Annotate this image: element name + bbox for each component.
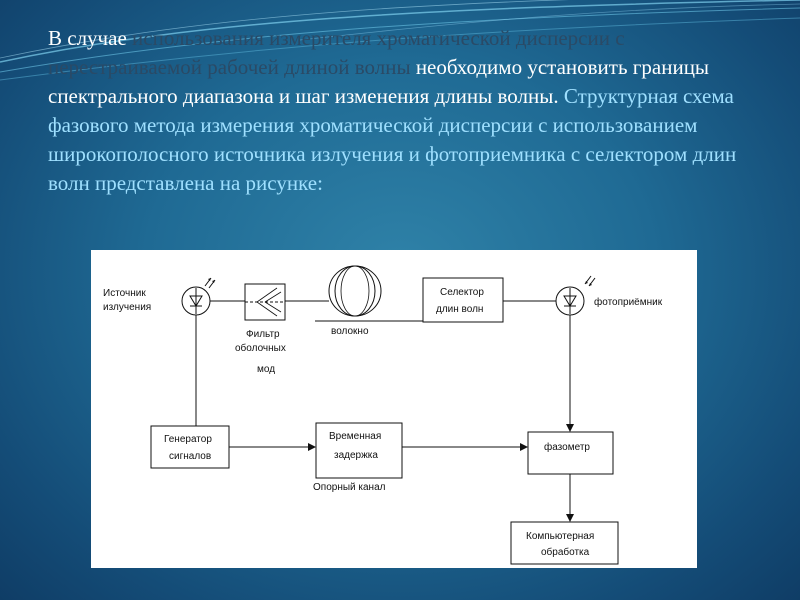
intro-part-4: Структурная схема фазового метода измере…	[48, 84, 737, 195]
computer-box	[510, 521, 619, 565]
computer-label-line-1: Компьютерная	[526, 531, 594, 542]
source-emission-arrows-icon	[204, 277, 216, 289]
fiber-label: волокно	[331, 326, 369, 337]
generator-label-line-2: сигналов	[169, 451, 211, 462]
background-wave-decoration	[0, 0, 800, 81]
delay-label-line-2: задержка	[334, 450, 378, 461]
delay-label-line-1: Временная	[329, 431, 381, 442]
selector-label-line-2: длин волн	[436, 304, 483, 315]
delay-box	[315, 422, 403, 479]
intro-part-2: использования измерителя хроматической д…	[48, 26, 625, 79]
reference-channel-label: Опорный канал	[313, 482, 386, 493]
source-node	[181, 286, 211, 316]
slide-intro-text: В случае использования измерителя хромат…	[48, 24, 760, 198]
mode-filter-node	[244, 283, 286, 321]
selector-box	[422, 277, 504, 323]
computer-label-line-2: обработка	[541, 546, 590, 558]
photodetector-node	[555, 286, 585, 316]
photodetector-incoming-arrows-icon	[584, 275, 596, 287]
phase-method-diagram: Источник излучения Фильтр оболочных мод …	[103, 265, 663, 565]
generator-label-line-1: Генератор	[164, 434, 212, 445]
filter-label-line-1: Фильтр	[246, 329, 280, 340]
intro-part-3: необходимо установить границы спектральн…	[48, 55, 710, 108]
photodetector-label: фотоприёмник	[594, 296, 663, 308]
intro-part-1: В случае	[48, 26, 133, 50]
diagram-panel: Источник излучения Фильтр оболочных мод …	[91, 250, 697, 568]
selector-label-line-1: Селектор	[440, 287, 484, 298]
fiber-coil-node	[328, 265, 382, 317]
source-label-line-1: Источник	[103, 288, 146, 299]
generator-box	[150, 425, 230, 469]
filter-label-line-2: оболочных	[235, 342, 286, 354]
source-label-line-2: излучения	[103, 302, 151, 313]
phasemeter-box	[527, 431, 614, 475]
filter-label-line-3: мод	[257, 364, 275, 375]
phasemeter-label: фазометр	[544, 441, 590, 453]
